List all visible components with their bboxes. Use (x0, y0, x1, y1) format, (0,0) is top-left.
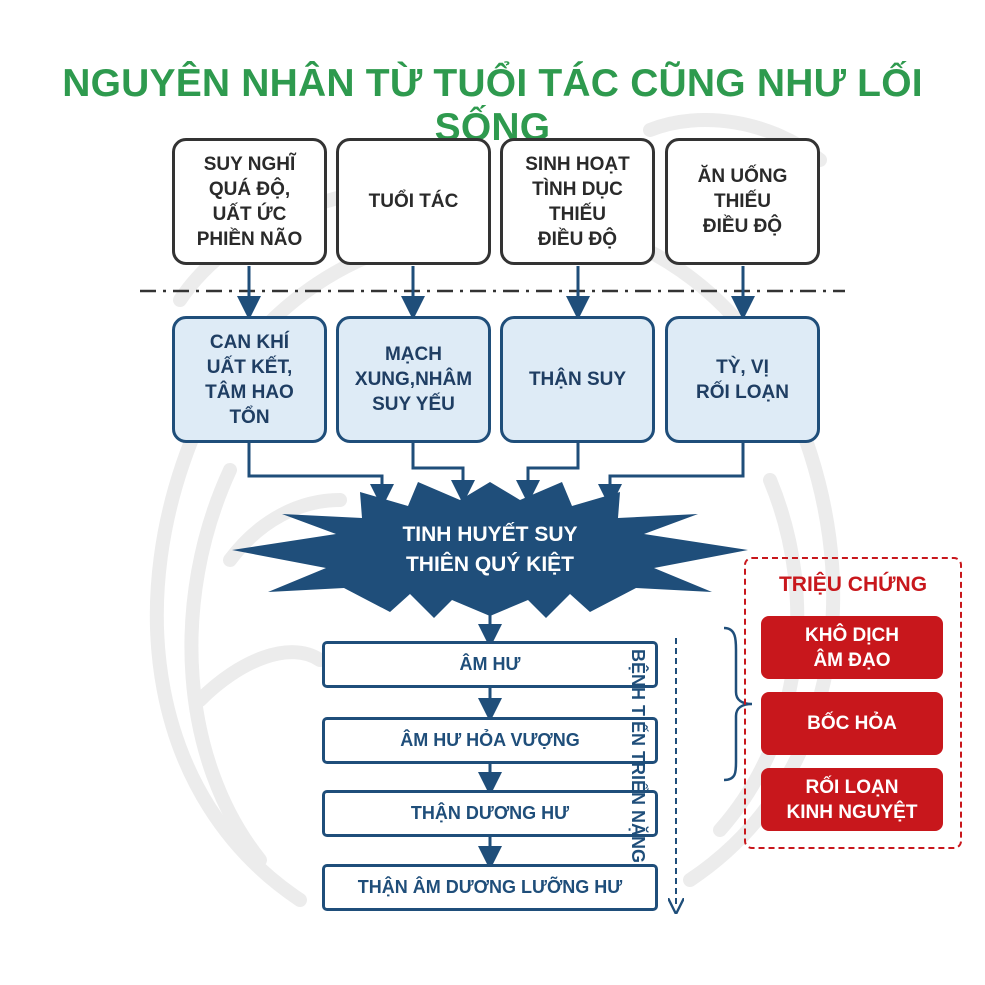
cause-box-age: TUỔI TÁC (336, 138, 491, 265)
core-starburst (232, 482, 748, 618)
symptom-bracket (723, 626, 753, 782)
symptom-panel (744, 557, 962, 849)
progress-label: BỆNH TIẾN TRIỂN NẶNG (628, 648, 648, 863)
arrow-organ-4 (598, 443, 745, 508)
symptom-heading: TRIỆU CHỨNG (778, 573, 928, 596)
stage-box-2: ÂM HƯ HỎA VƯỢNG (322, 717, 658, 764)
organ-box-kidney: THẬN SUY (500, 316, 655, 443)
arrow-organ-1 (247, 443, 394, 508)
core-label: TINH HUYẾT SUY THIÊN QUÝ KIỆT (402, 523, 578, 576)
cause-box-overthinking: SUY NGHĨ QUÁ ĐỘ, UẤT ỨC PHIỀN NÃO (172, 138, 327, 265)
organ-box-spleen-stomach: TỲ, VỊ RỐI LOẠN (665, 316, 820, 443)
symptom-box-hot-flash: BỐC HỎA (761, 692, 943, 755)
stage-box-4: THẬN ÂM DƯƠNG LƯỠNG HƯ (322, 864, 658, 911)
organ-box-liver-qi: CAN KHÍ UẤT KẾT, TÂM HAO TỔN (172, 316, 327, 443)
stage-box-3: THẬN DƯƠNG HƯ (322, 790, 658, 837)
cause-box-diet: ĂN UỐNG THIẾU ĐIỀU ĐỘ (665, 138, 820, 265)
arrow-organ-2 (411, 443, 475, 504)
organ-box-meridians: MẠCH XUNG,NHÂM SUY YẾU (336, 316, 491, 443)
arrow-organ-3 (516, 443, 580, 504)
symptom-box-menstrual-disorder: RỐI LOẠN KINH NGUYỆT (761, 768, 943, 831)
symptom-box-vaginal-dryness: KHÔ DỊCH ÂM ĐẠO (761, 616, 943, 679)
cause-box-sexual-activity: SINH HOẠT TÌNH DỤC THIẾU ĐIỀU ĐỘ (500, 138, 655, 265)
stage-box-1: ÂM HƯ (322, 641, 658, 688)
